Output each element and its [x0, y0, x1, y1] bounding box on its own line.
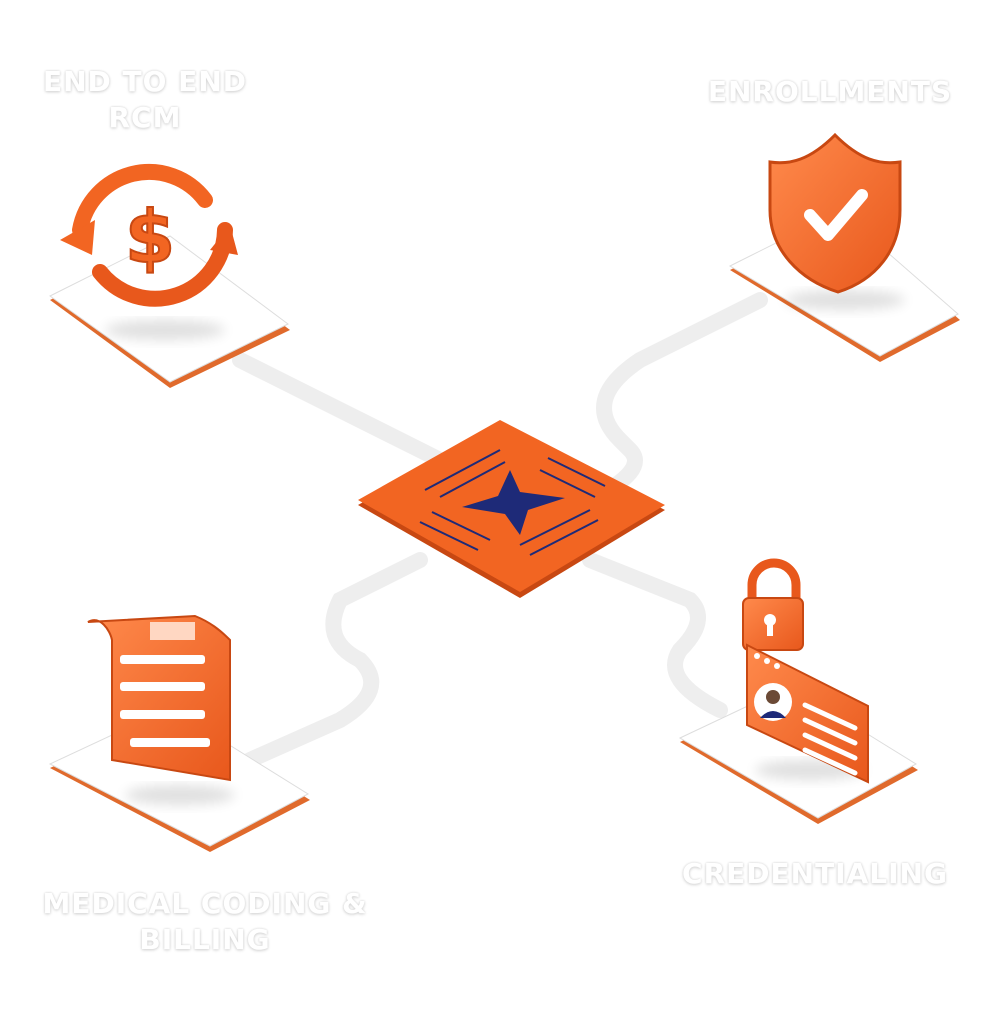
connector-credentialing: [582, 552, 728, 718]
compass-star-icon: [462, 470, 565, 535]
dollar-cycle-icon: $: [60, 164, 238, 307]
label-end-to-end-rcm: END TO END RCM: [42, 65, 247, 134]
connector-coding: [242, 552, 428, 768]
id-card-lock-icon: [742, 558, 869, 784]
label-credentialing: CREDENTIALING: [682, 857, 948, 890]
connector-enrollments: [582, 292, 768, 508]
connector-paths: [232, 292, 768, 768]
document-scroll-icon: [87, 614, 231, 782]
label-medical-coding-billing: MEDICAL CODING & BILLING: [42, 887, 368, 956]
shield-check-icon: [768, 132, 902, 294]
platform-credentialing: [678, 685, 918, 824]
label-enrollments: ENROLLMENTS: [707, 75, 953, 108]
svg-text:$: $: [125, 195, 175, 279]
hub-platform: [358, 420, 665, 598]
connector-rcm: [232, 352, 448, 468]
